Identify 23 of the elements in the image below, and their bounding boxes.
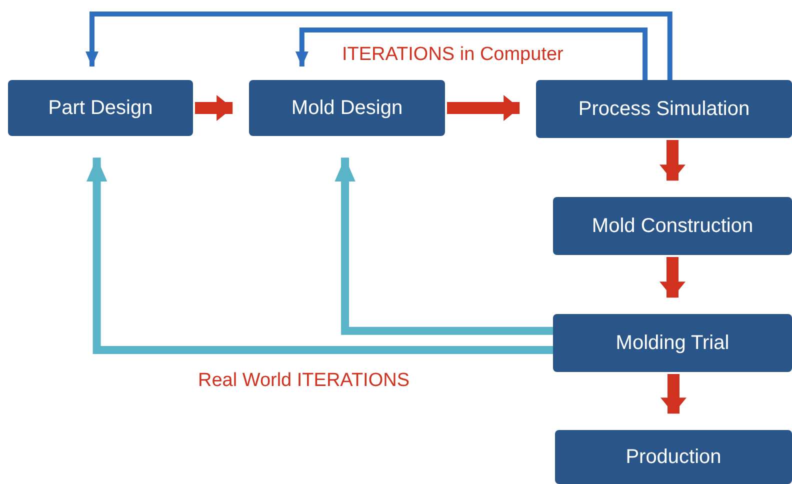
process-box xyxy=(249,80,445,136)
block-arrow xyxy=(447,95,520,121)
process-box xyxy=(8,80,193,136)
block-arrow xyxy=(660,140,686,181)
feedback-arrow xyxy=(334,158,553,335)
feedback-arrow xyxy=(295,28,648,80)
box-label: Mold Construction xyxy=(592,214,754,238)
iteration-label: Real World ITERATIONS xyxy=(198,370,410,392)
box-label: Mold Design xyxy=(291,96,403,120)
process-box xyxy=(555,430,792,484)
iteration-label: ITERATIONS in Computer xyxy=(342,44,564,66)
box-label: Production xyxy=(626,446,722,468)
box-label: Process Simulation xyxy=(578,98,750,120)
feedback-arrow xyxy=(86,158,553,354)
block-arrow xyxy=(660,374,686,414)
box-label: Part Design xyxy=(48,96,153,120)
feedback-arrow xyxy=(86,12,672,80)
block-arrow xyxy=(660,257,686,298)
box-label: Molding Trial xyxy=(616,332,730,354)
block-arrow xyxy=(195,95,233,121)
process-box xyxy=(553,197,792,255)
process-box xyxy=(536,80,792,138)
process-box xyxy=(553,314,792,372)
